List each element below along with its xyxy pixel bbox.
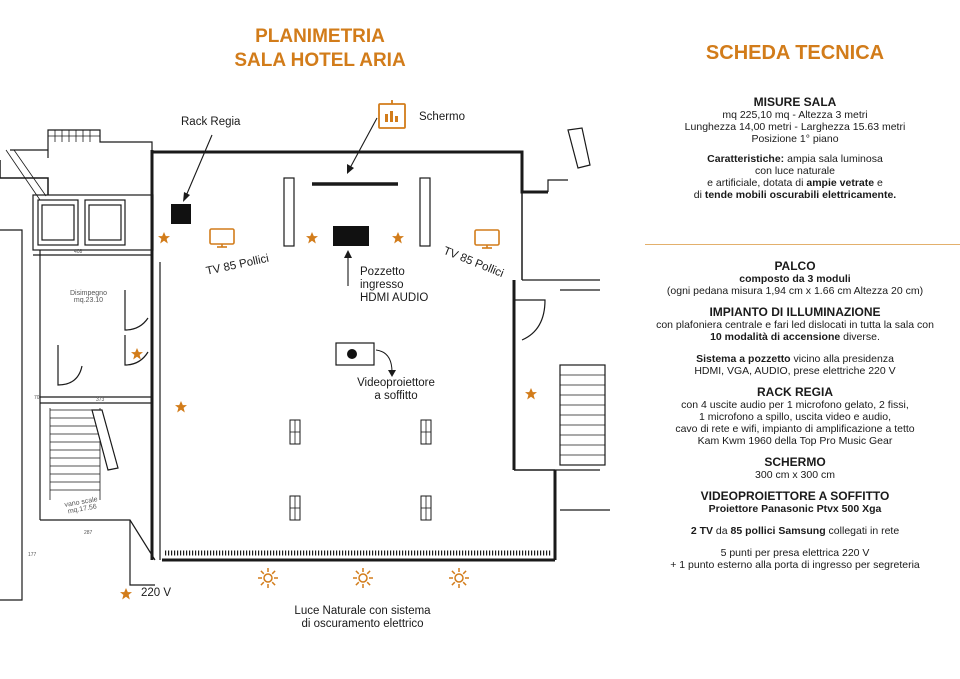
videoproiettore-line2: a soffitto <box>374 390 418 402</box>
stage <box>283 177 431 247</box>
ill2-a: 10 modalità di accensione <box>710 331 841 343</box>
car3-a: e artificiale, dotata di <box>707 177 807 189</box>
natural-light-line1: Luce Naturale con sistema <box>294 605 431 617</box>
car3-b: ampie vetrate <box>806 177 875 189</box>
misure-line3: Posizione 1° piano <box>751 133 839 145</box>
pozzetto-line3: HDMI AUDIO <box>360 292 429 304</box>
videoproiettore-line1: Proiettore Panasonic Ptvx 500 Xga <box>708 503 882 515</box>
punti-line2: + 1 punto esterno alla porta di ingresso… <box>670 559 920 571</box>
palco-line1: composto da 3 moduli <box>739 273 851 285</box>
car4-a: di <box>693 189 705 201</box>
illuminazione-title: IMPIANTO DI ILLUMINAZIONE <box>709 305 881 319</box>
tv-line: 2 TV da 85 pollici Samsung collegati in … <box>630 525 960 537</box>
car4-b: tende mobili oscurabili elettricamente. <box>704 189 897 201</box>
tv-icon-left <box>209 228 235 248</box>
ceiling-windows <box>289 419 432 521</box>
palco-line2: (ogni pedana misura 1,94 cm x 1.66 cm Al… <box>666 285 924 297</box>
illuminazione-line2: 10 modalità di accensione diverse. <box>630 331 960 343</box>
left-annex <box>0 129 156 601</box>
tv-b: da <box>713 525 731 537</box>
pozzetto-line2-spec: HDMI, VGA, AUDIO, prese elettriche 220 V <box>694 365 896 377</box>
rack-line3: cavo di rete e wifi, impianto di amplifi… <box>675 423 915 435</box>
tv-icon-right <box>474 229 500 249</box>
rack-regia-block <box>171 204 191 224</box>
schermo-line1: 300 cm x 300 cm <box>755 469 835 481</box>
natural-light-label: Luce Naturale con sistema di oscuramento… <box>270 605 455 631</box>
disimpegno-line2: mq.23.10 <box>73 297 104 304</box>
rack-regia-label: Rack Regia <box>181 116 241 128</box>
tech-sheet-title: SCHEDA TECNICA <box>705 42 885 64</box>
disimpegno-label: Disimpegno mq.23.10 <box>70 290 107 304</box>
disimpegno-line1: Disimpegno <box>70 290 107 297</box>
rack-line1: con 4 uscite audio per 1 microfono gelat… <box>681 399 909 411</box>
right-annex <box>514 127 610 511</box>
tech-sheet: MISURE SALA mq 225,10 mq - Altezza 3 met… <box>630 95 960 571</box>
legend-220v-label: 220 V <box>141 587 172 599</box>
caratteristiche-line3: e artificiale, dotata di ampie vetrate e <box>630 177 960 189</box>
dim-287: 287 <box>84 530 93 536</box>
poz1-b: vicino alla presidenza <box>790 353 894 365</box>
caratteristiche-line2: con luce naturale <box>755 165 835 177</box>
natural-light-line2: di oscuramento elettrico <box>301 618 424 630</box>
dim-177: 177 <box>28 552 37 558</box>
natural-light-icons <box>257 567 470 589</box>
spec-divider <box>645 244 960 245</box>
illuminazione-line1: con plafoniera centrale e fari led dislo… <box>656 319 934 331</box>
floor-plan <box>0 100 610 601</box>
videoproiettore-line1: Videoproiettore <box>357 377 435 389</box>
palco-title: PALCO <box>774 259 816 273</box>
caratteristiche-label: Caratteristiche: <box>707 153 785 165</box>
schermo-title: SCHERMO <box>764 455 826 469</box>
poz1-a: Sistema a pozzetto <box>696 353 791 365</box>
pozzetto-line1: Pozzetto <box>360 266 405 278</box>
power-outlets <box>120 232 537 600</box>
dim-70: 70 <box>34 395 40 401</box>
misure-line2: Lunghezza 14,00 metri - Larghezza 15.63 … <box>684 121 906 133</box>
misure-title: MISURE SALA <box>753 95 837 109</box>
caratteristiche-text1: ampia sala luminosa <box>784 153 883 165</box>
rack-line4: Kam Kwm 1960 della Top Pro Music Gear <box>697 435 893 447</box>
caratteristiche-line1: Caratteristiche: ampia sala luminosa <box>630 153 960 165</box>
pozzetto-block <box>333 226 369 246</box>
car3-c: e <box>874 177 883 189</box>
schermo-label: Schermo <box>419 111 466 123</box>
plan-title: PLANIMETRIA SALA HOTEL ARIA <box>175 25 465 73</box>
dim-408: 408 <box>74 249 83 255</box>
projector <box>335 342 396 377</box>
rack-title: RACK REGIA <box>756 385 833 399</box>
screen-icon <box>378 100 406 129</box>
dim-373: 373 <box>96 397 105 403</box>
caratteristiche-line4: di tende mobili oscurabili elettricament… <box>630 189 960 201</box>
pozzetto-line1-spec: Sistema a pozzetto vicino alla presidenz… <box>630 353 960 365</box>
videoproiettore-label: Videoproiettore a soffitto <box>336 377 456 403</box>
pozzetto-line2: ingresso <box>360 279 404 291</box>
pozzetto-label: Pozzetto ingresso HDMI AUDIO <box>360 266 428 305</box>
misure-line1: mq 225,10 mq - Altezza 3 metri <box>722 109 868 121</box>
hall-walls <box>150 150 557 562</box>
plan-title-line2: SALA HOTEL ARIA <box>234 50 406 71</box>
plan-title-line1: PLANIMETRIA <box>255 26 385 47</box>
videoproiettore-title: VIDEOPROIETTORE A SOFFITTO <box>700 489 890 503</box>
left-stairs <box>49 408 119 500</box>
tv-a: 2 TV <box>690 525 713 537</box>
punti-line1: 5 punti per presa elettrica 220 V <box>720 547 870 559</box>
tv-c: 85 pollici Samsung <box>730 525 826 537</box>
rack-line2: 1 microfono a spillo, uscita video e aud… <box>698 411 892 423</box>
ill2-b: diverse. <box>840 331 880 343</box>
tv-d: collegati in rete <box>825 525 900 537</box>
arrows <box>185 117 378 286</box>
top-left-stairs <box>5 130 100 201</box>
right-stairs <box>560 374 605 456</box>
